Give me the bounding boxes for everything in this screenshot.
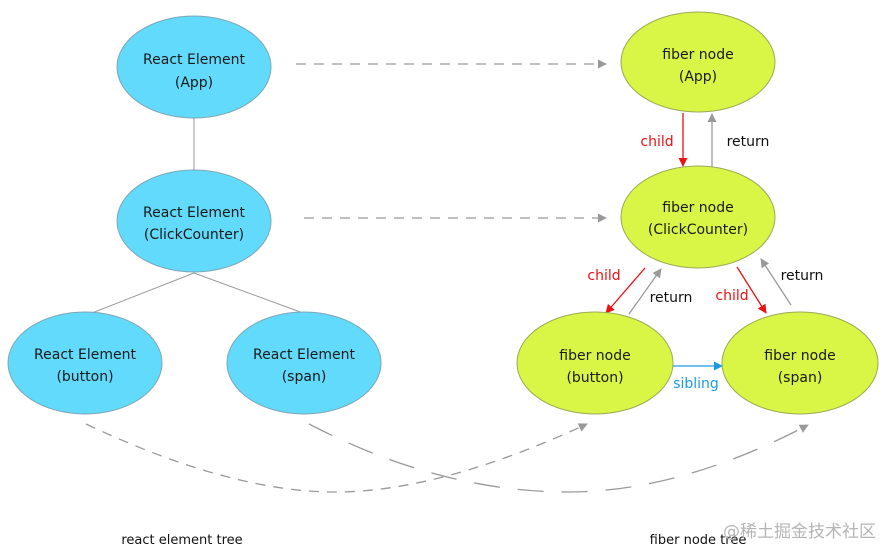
react-node-clickcounter-line2: (ClickCounter) [144, 227, 244, 243]
fiber-node-app: fiber node (App) [620, 11, 776, 113]
react-node-clickcounter: React Element (ClickCounter) [116, 169, 272, 273]
fiber-child-arrow-span [736, 266, 767, 314]
react-node-clickcounter-line1: React Element [143, 205, 245, 221]
fiber-node-span-line2: (span) [778, 370, 823, 386]
react-tree-caption: react element tree [121, 533, 242, 548]
react-node-span-line2: (span) [282, 369, 327, 385]
mapping-arrow-button [85, 423, 588, 493]
fiber-return-arrow-span [760, 258, 792, 306]
fiber-node-span: fiber node (span) [721, 311, 879, 415]
fiber-tree-caption: fiber node tree [650, 533, 747, 548]
fiber-node-clickcounter: fiber node (ClickCounter) [620, 165, 776, 269]
fiber-node-span-line1: fiber node [764, 348, 835, 364]
react-node-span: React Element (span) [226, 311, 382, 415]
react-node-app-line2: (App) [175, 75, 213, 91]
react-tree-edges [91, 112, 304, 314]
react-node-app-line1: React Element [143, 52, 245, 68]
child-label-button: child [587, 268, 620, 284]
fiber-node-clickcounter-line2: (ClickCounter) [648, 222, 748, 238]
react-node-button-line2: (button) [56, 369, 113, 385]
fiber-tree-edges [605, 113, 792, 371]
fiber-node-button: fiber node (button) [516, 311, 674, 415]
fiber-child-arrow-button [605, 267, 646, 314]
react-node-app: React Element (App) [116, 15, 272, 119]
react-node-span-line1: React Element [253, 347, 355, 363]
return-label-button: return [650, 290, 693, 306]
fiber-node-app-line2: (App) [679, 69, 717, 85]
mapping-arrows [85, 59, 809, 493]
react-edge-clickcounter-span [193, 272, 304, 314]
child-label-app: child [640, 134, 673, 150]
fiber-return-arrow-button [628, 268, 662, 315]
fiber-edge-labels: child return child return child return s… [587, 134, 823, 392]
react-edge-clickcounter-button [91, 272, 195, 314]
return-label-app: return [727, 134, 770, 150]
mapping-arrow-span [308, 423, 809, 493]
react-node-button: React Element (button) [7, 311, 163, 415]
sibling-label: sibling [673, 376, 719, 392]
return-label-span: return [781, 268, 824, 284]
child-label-span: child [715, 288, 748, 304]
watermark: @稀土掘金技术社区 [723, 522, 876, 542]
fiber-node-button-line2: (button) [566, 370, 623, 386]
fiber-node-button-line1: fiber node [559, 348, 630, 364]
fiber-node-app-line1: fiber node [662, 47, 733, 63]
fiber-node-clickcounter-line1: fiber node [662, 200, 733, 216]
react-node-button-line1: React Element [34, 347, 136, 363]
